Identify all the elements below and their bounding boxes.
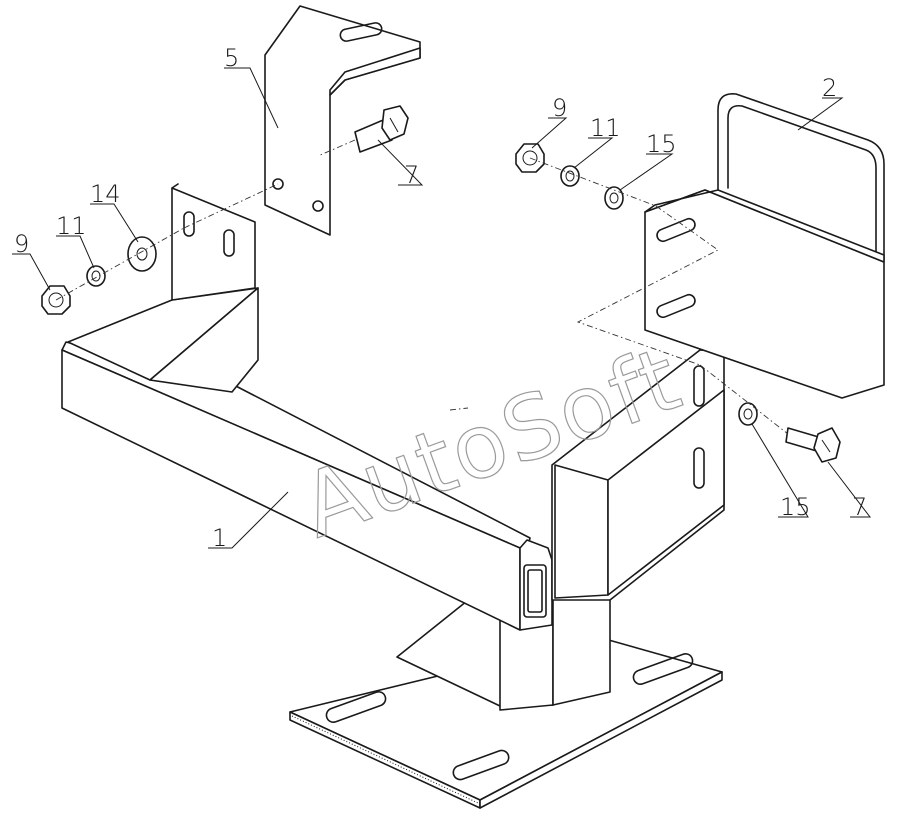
- callout-part-15-right: 15: [780, 493, 811, 521]
- leader-lines: [12, 67, 872, 549]
- callout-part-1: 1: [212, 524, 227, 552]
- part-11-washer-left: [86, 265, 106, 287]
- callout-part-2: 2: [822, 74, 837, 102]
- callout-part-7-top: 7: [404, 161, 419, 189]
- part-15-washer-top: [604, 186, 624, 210]
- main-beam: [61, 341, 553, 631]
- callout-part-11-left: 11: [56, 212, 87, 240]
- part-2-handle-plate: [644, 93, 885, 399]
- part-7-bolt-top: [354, 105, 409, 153]
- base-plate: [289, 636, 723, 809]
- part-7-bolt-right: [785, 427, 841, 463]
- assembly-axis-lines: [55, 139, 789, 435]
- callout-part-14: 14: [90, 180, 121, 208]
- callout-part-7-right: 7: [852, 493, 867, 521]
- part-14-washer: [127, 236, 157, 272]
- callout-part-15-top: 15: [646, 130, 677, 158]
- callout-part-5: 5: [224, 44, 239, 72]
- callout-part-9-left: 9: [14, 230, 29, 258]
- left-angle-bracket: [67, 183, 259, 393]
- callout-part-9-top: 9: [552, 94, 567, 122]
- part-11-washer-top: [560, 165, 580, 187]
- part-15-washer-right: [738, 402, 758, 426]
- part-5-bracket: [264, 5, 421, 236]
- right-channel-bracket: [551, 349, 725, 601]
- callout-part-11-top: 11: [590, 114, 621, 142]
